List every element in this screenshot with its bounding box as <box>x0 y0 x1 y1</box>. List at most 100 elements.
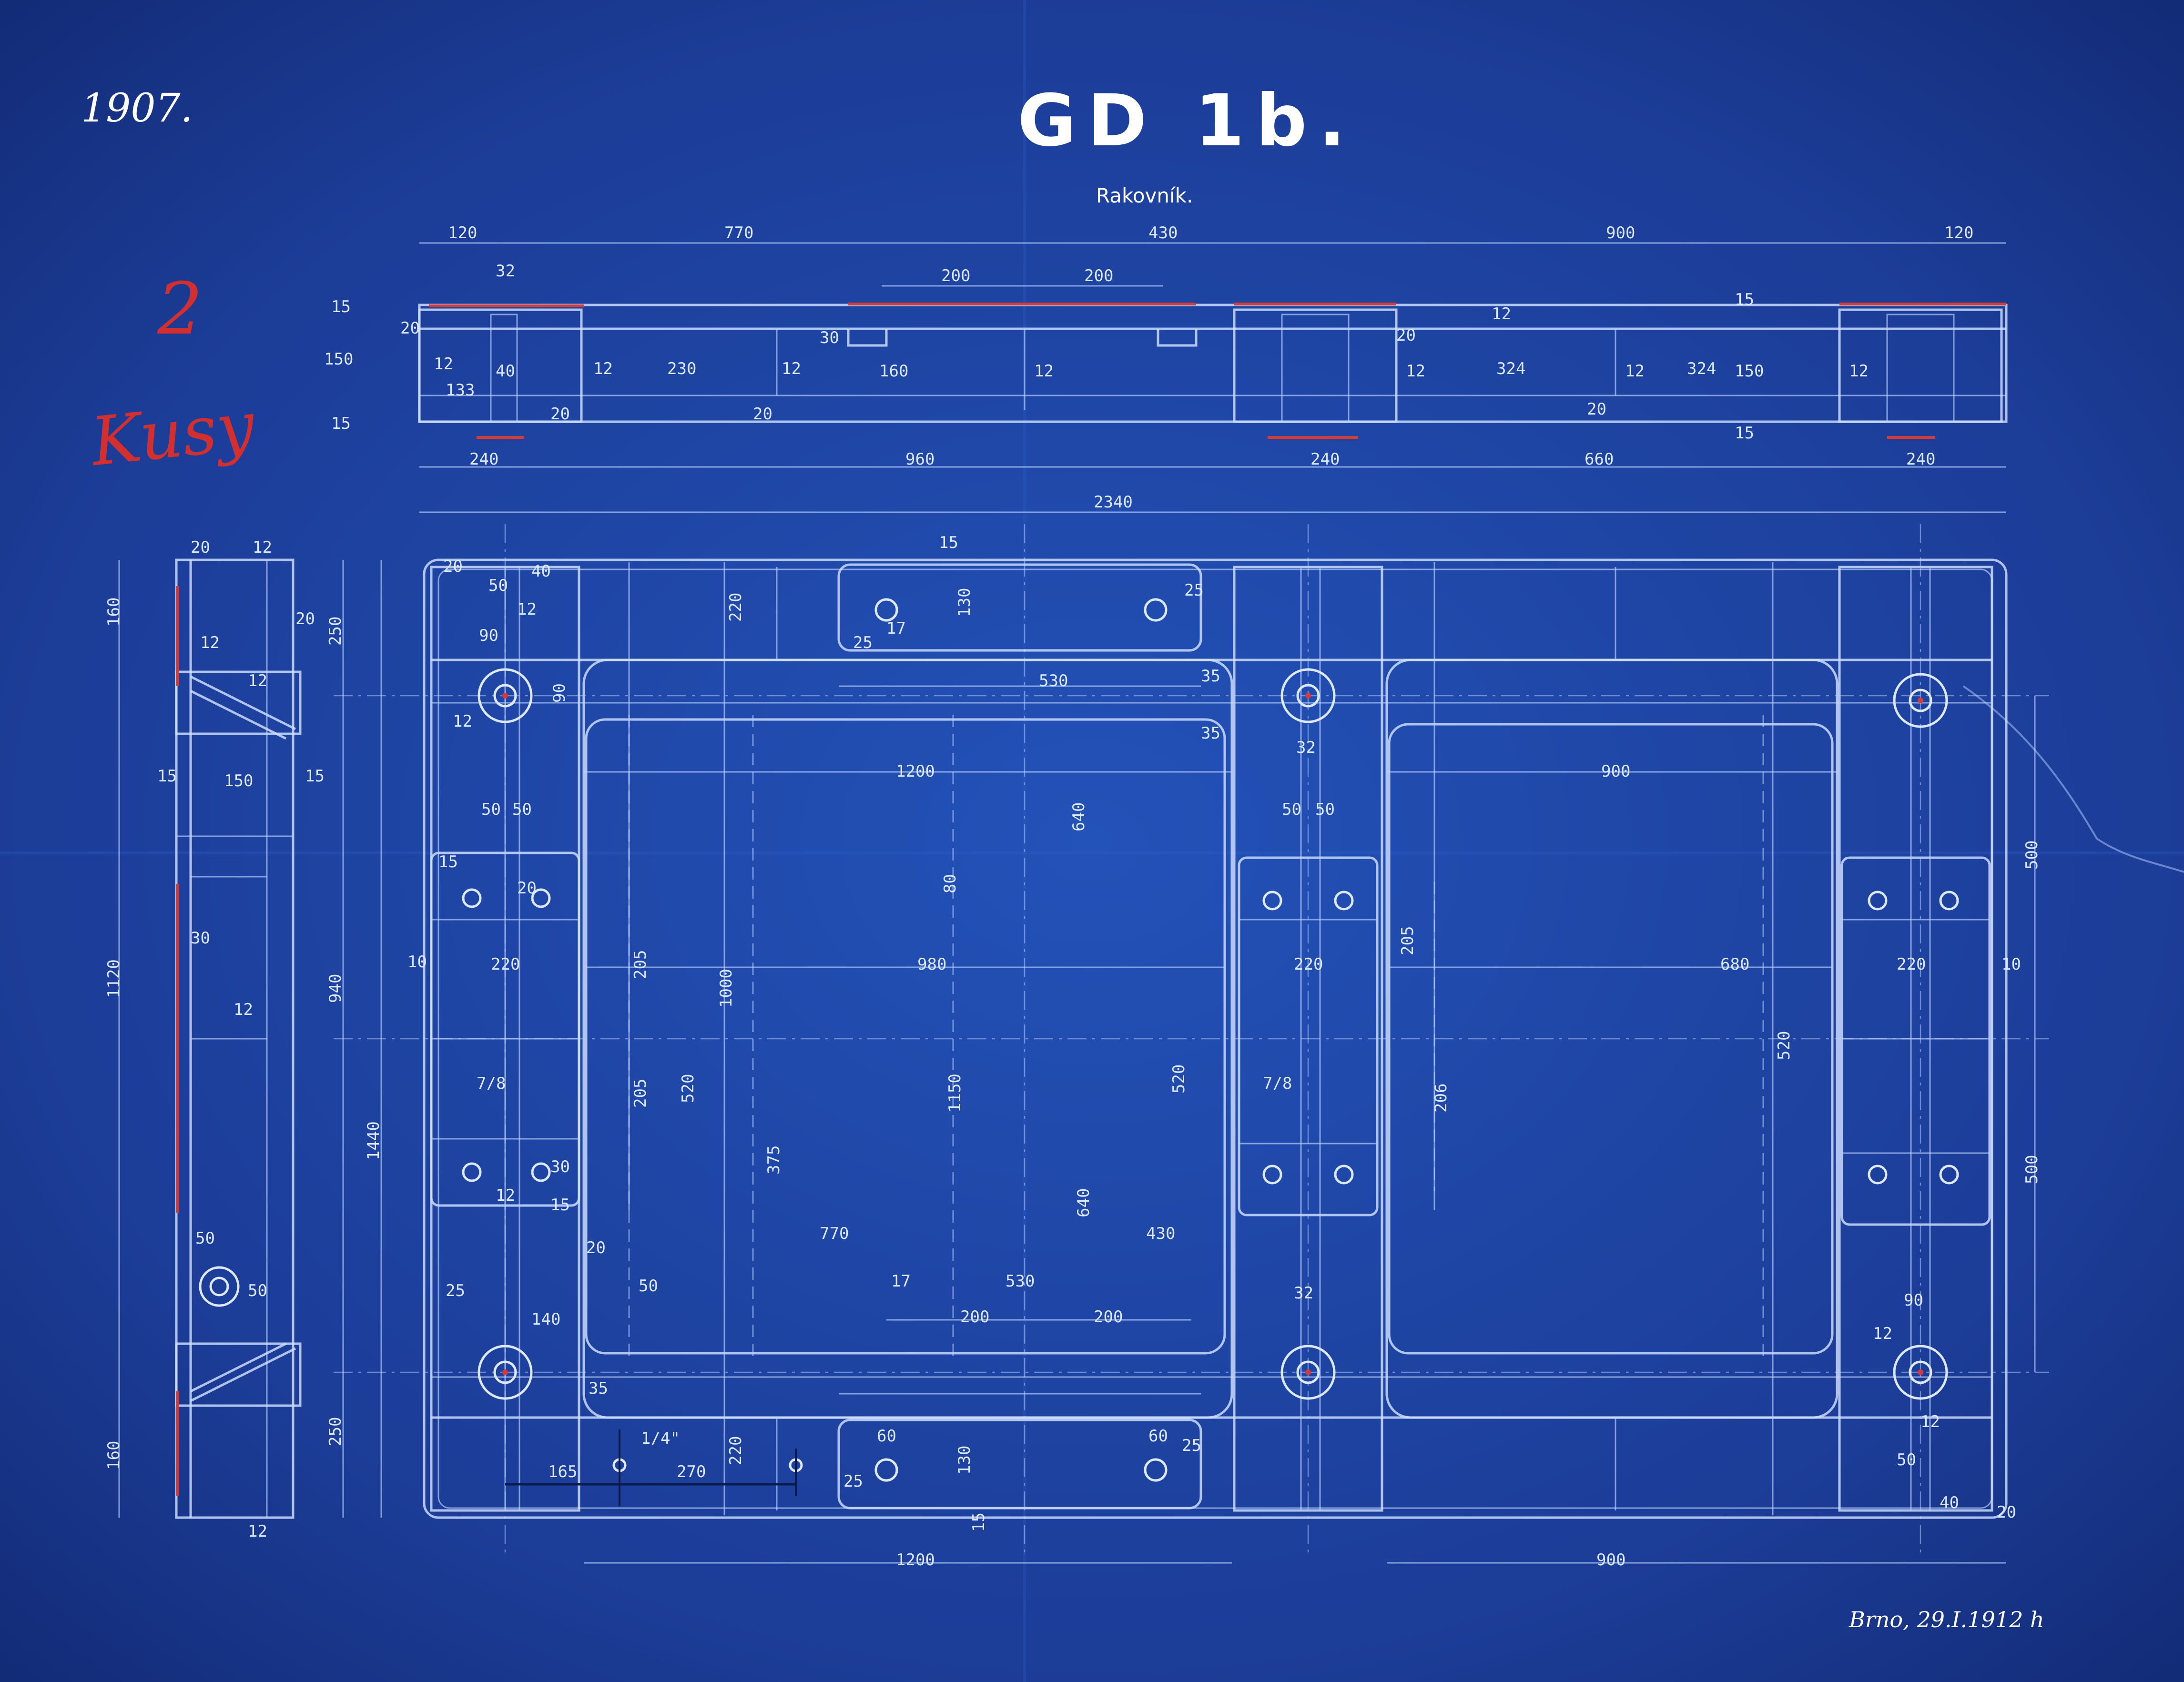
dimension-label: 12 <box>248 1522 267 1541</box>
dimension-label: 430 <box>1146 1224 1175 1243</box>
plan-dimension-labels: 20 40 50 12 90 90 12 220 15 130 25 25 17… <box>407 533 2042 1570</box>
dimension-label: 50 <box>481 800 501 819</box>
dimension-label: 15 <box>969 1512 988 1532</box>
dimension-label: 7/8 <box>477 1074 506 1093</box>
dimension-label: 32 <box>1294 1284 1313 1303</box>
dimension-label: 205 <box>631 1079 650 1108</box>
corner-number: 1907. <box>81 86 193 131</box>
drawing-title: GD 1b. <box>1017 80 1357 162</box>
dimension-label: 220 <box>1897 955 1926 974</box>
dimension-label: 220 <box>1294 955 1323 974</box>
dimension-label: 25 <box>1184 581 1204 600</box>
dimension-label: 7/8 <box>1263 1074 1292 1093</box>
dimension-label: 120 <box>1944 223 1973 243</box>
red-pencil-count: 2 <box>157 268 203 351</box>
dimension-label: 12 <box>782 359 801 378</box>
dimension-label: 20 <box>586 1238 606 1257</box>
dimension-label: 12 <box>453 712 472 731</box>
dimension-label: 60 <box>1148 1427 1168 1446</box>
dimension-label: 25 <box>446 1281 465 1300</box>
dimension-label: 530 <box>1006 1272 1035 1291</box>
dimension-label: 15 <box>305 767 325 786</box>
dimension-label: 680 <box>1720 955 1749 974</box>
dimension-label: 900 <box>1596 1550 1625 1570</box>
dimension-label: 90 <box>550 683 569 703</box>
dimension-label: 500 <box>2022 1155 2042 1184</box>
dimension-label: 200 <box>1094 1307 1123 1327</box>
dimension-label: 50 <box>248 1281 267 1300</box>
dimension-label: 12 <box>1920 1412 1940 1431</box>
dimension-label: 15 <box>550 1196 570 1215</box>
dimension-label: 20 <box>517 879 537 898</box>
dimension-label: 30 <box>550 1157 570 1176</box>
dimension-label: 10 <box>407 952 427 972</box>
ink-gauge-dimensions <box>505 1429 797 1506</box>
dimension-label: 250 <box>326 1417 345 1446</box>
dimension-label: 2340 <box>1094 493 1133 512</box>
dimension-label: 50 <box>512 800 532 819</box>
dimension-label: 900 <box>1601 762 1630 781</box>
dimension-label: 17 <box>891 1272 911 1291</box>
dimension-label: 1000 <box>717 969 736 1008</box>
dimension-label: 12 <box>593 359 613 378</box>
red-pencil-label: Kusy <box>86 387 259 481</box>
dimension-label: 15 <box>331 414 351 433</box>
dimension-label: 660 <box>1585 450 1614 469</box>
dimension-label: 35 <box>1201 724 1220 743</box>
dimension-label: 15 <box>157 767 177 786</box>
dimension-label: 50 <box>488 576 508 595</box>
dimension-label: 12 <box>496 1186 515 1205</box>
dimension-label: 15 <box>1735 290 1754 309</box>
dimension-label: 500 <box>2022 841 2042 870</box>
dimension-label: 150 <box>224 771 253 790</box>
dimension-label: 140 <box>531 1310 560 1329</box>
dimension-label: 12 <box>1492 304 1511 324</box>
dimension-label: 32 <box>1296 738 1316 757</box>
dimension-label: 90 <box>1904 1291 1923 1310</box>
dimension-label: 40 <box>1940 1493 1959 1512</box>
dimension-label: 15 <box>939 533 958 552</box>
dimension-label: 640 <box>1069 802 1088 831</box>
dimension-label: 20 <box>295 609 315 628</box>
dimension-label: 205 <box>631 950 650 979</box>
dimension-label: 30 <box>191 929 210 948</box>
dimension-label: 1/4" <box>641 1429 680 1448</box>
dimension-label: 12 <box>1034 362 1054 381</box>
side-elevation-labels: 160 250 1120 940 1440 250 160 20 12 20 1… <box>104 538 383 1541</box>
dimension-label: 900 <box>1606 223 1635 243</box>
dimension-label: 32 <box>496 262 515 281</box>
dimension-label: 1120 <box>104 959 123 998</box>
dimension-label: 50 <box>1315 800 1335 819</box>
dimension-label: 1200 <box>896 1550 935 1570</box>
dimension-label: 15 <box>1735 424 1754 443</box>
dimension-label: 12 <box>234 1000 253 1019</box>
dimension-label: 250 <box>326 617 345 646</box>
dimension-label: 640 <box>1074 1188 1093 1217</box>
dimension-label: 220 <box>726 1436 745 1465</box>
dimension-label: 270 <box>677 1462 706 1481</box>
dimension-label: 240 <box>1310 450 1340 469</box>
dimension-label: 205 <box>1398 926 1417 955</box>
dimension-label: 15 <box>331 297 351 316</box>
dimension-label: 60 <box>877 1427 896 1446</box>
dimension-label: 230 <box>667 359 696 378</box>
dimension-label: 530 <box>1039 671 1068 690</box>
dimension-label: 10 <box>2001 955 2021 974</box>
dimension-label: 770 <box>724 223 753 243</box>
dimension-label: 200 <box>960 1307 989 1327</box>
dimension-label: 130 <box>955 1446 974 1475</box>
dimension-label: 80 <box>941 874 960 893</box>
dimension-label: 165 <box>548 1462 577 1481</box>
dimension-label: 375 <box>764 1145 783 1175</box>
dimension-label: 20 <box>191 538 210 557</box>
dimension-label: 770 <box>820 1224 849 1243</box>
dimension-label: 980 <box>917 955 946 974</box>
dimension-label: 50 <box>1897 1450 1916 1469</box>
dimension-label: 1440 <box>364 1121 383 1160</box>
dimension-label: 940 <box>326 974 345 1003</box>
top-elevation-view <box>418 242 2008 513</box>
dimension-label: 40 <box>531 562 551 581</box>
dimension-label: 200 <box>941 266 970 285</box>
dimension-label: 520 <box>679 1074 698 1103</box>
